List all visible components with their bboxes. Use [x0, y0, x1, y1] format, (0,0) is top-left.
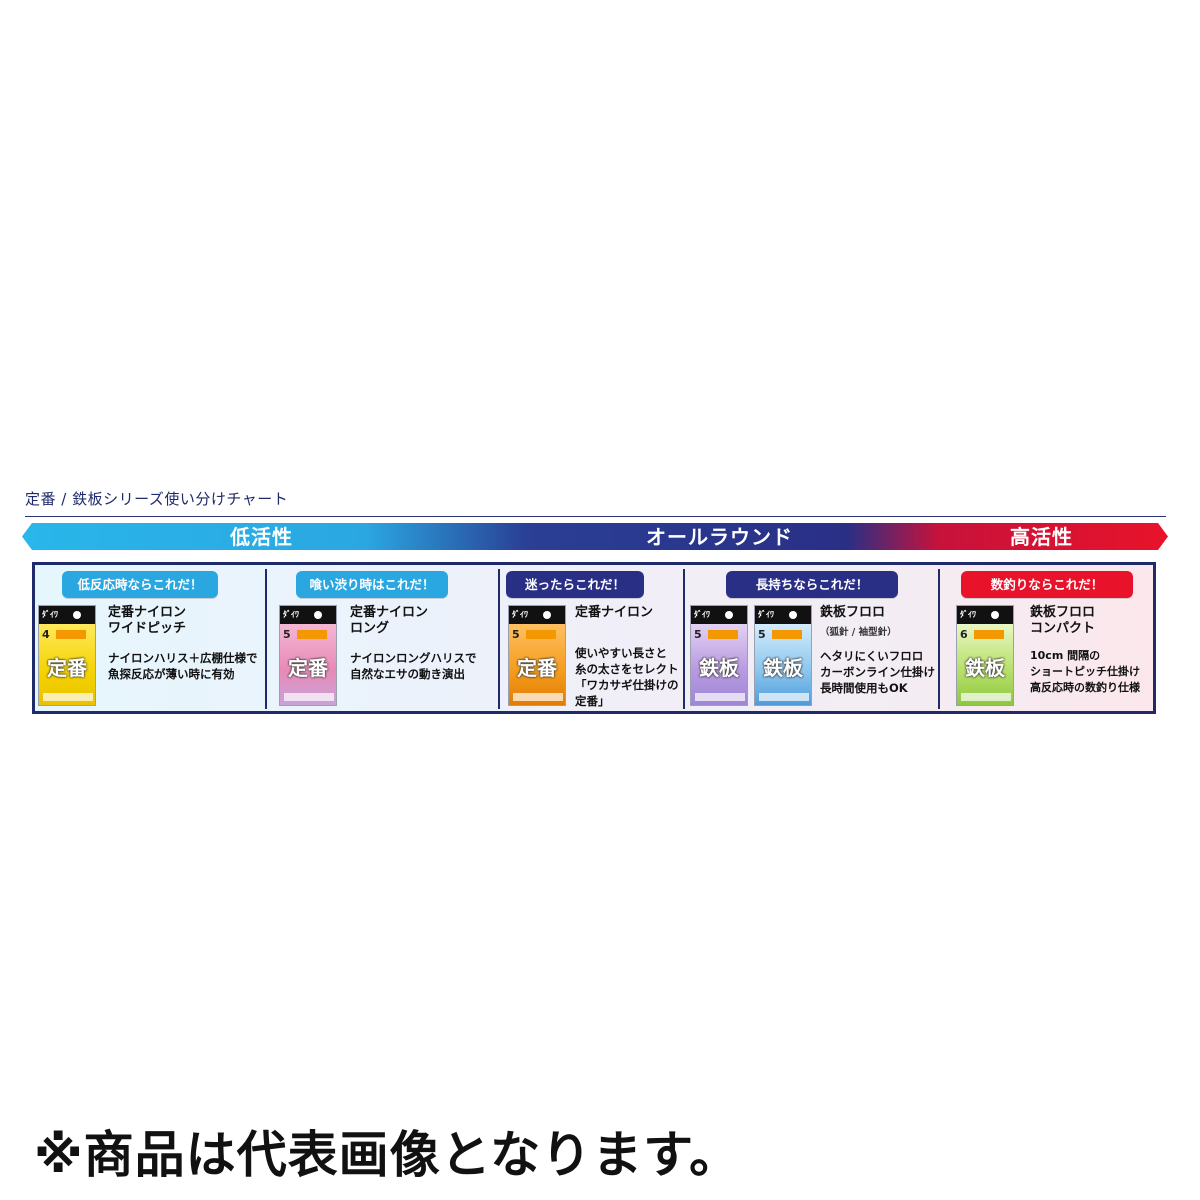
product-name: 定番ナイロン ワイドピッチ — [108, 605, 186, 637]
high-activity-label: 高活性 — [1010, 525, 1073, 549]
brand-bar: ﾀﾞｲﾜ — [691, 606, 747, 624]
package-size: 6 — [960, 628, 968, 641]
product-name-line: コンパクト — [1030, 621, 1096, 636]
hook-dot-icon — [789, 611, 797, 619]
product-description: 使いやすい長さと 糸の太さをセレクト 「ワカサギ仕掛けの 定番」 — [575, 645, 679, 709]
description-line: ナイロンハリス＋広棚仕様で — [108, 651, 258, 665]
chart-title: 定番 / 鉄板シリーズ使い分けチャート — [25, 490, 289, 508]
section-badge-low-reaction: 低反応時ならこれだ！ — [62, 571, 218, 598]
package-mark: 鉄板 — [965, 656, 1005, 680]
description-line: ヘタリにくいフロロ — [820, 649, 924, 663]
product-name-line: 鉄板フロロ — [820, 605, 886, 620]
section-badge-undecided: 迷ったらこれだ！ — [506, 571, 644, 598]
product-package-image: ﾀﾞｲﾜ 5 鉄板 — [690, 605, 748, 706]
package-foot — [961, 693, 1011, 701]
product-name: 鉄板フロロ コンパクト — [1030, 605, 1095, 637]
package-tag — [56, 630, 86, 639]
description-line: カーボンライン仕掛け — [820, 665, 935, 679]
section-badge-picky-bite: 喰い渋り時はこれだ！ — [296, 571, 448, 598]
description-line: 定番」 — [575, 694, 610, 708]
package-mark: 鉄板 — [699, 656, 739, 680]
description-line: 魚探反応が薄い時に有効 — [108, 667, 235, 681]
hook-dot-icon — [543, 611, 551, 619]
description-line: 自然なエサの動き演出 — [350, 667, 465, 681]
description-line: 高反応時の数釣り仕様 — [1030, 681, 1140, 694]
package-size: 5 — [512, 628, 520, 641]
product-name-line: 定番ナイロン — [108, 605, 187, 620]
package-mark: 定番 — [517, 656, 557, 680]
allround-label: オールラウンド — [646, 525, 793, 549]
title-rule — [25, 516, 1166, 517]
package-mark: 鉄板 — [763, 656, 803, 680]
product-package-image: ﾀﾞｲﾜ 5 鉄板 — [754, 605, 812, 706]
package-foot — [695, 693, 745, 701]
description-line: 長時間使用もOK — [820, 681, 908, 695]
description-line: 使いやすい長さと — [575, 646, 667, 660]
package-tag — [297, 630, 327, 639]
brand-bar: ﾀﾞｲﾜ — [957, 606, 1013, 624]
product-package-image: ﾀﾞｲﾜ 5 定番 — [279, 605, 337, 706]
description-line: ナイロンロングハリスで — [350, 651, 477, 665]
package-foot — [284, 693, 334, 701]
product-name-line: 鉄板フロロ — [1030, 605, 1096, 620]
description-line: ショートピッチ仕掛け — [1030, 665, 1140, 678]
package-tag — [974, 630, 1004, 639]
package-foot — [513, 693, 563, 701]
description-line: 10cm 間隔の — [1030, 649, 1101, 662]
package-size: 5 — [283, 628, 291, 641]
hook-dot-icon — [725, 611, 733, 619]
product-name-line: 定番ナイロン — [575, 605, 654, 620]
product-name: 鉄板フロロ — [820, 605, 885, 621]
brand-bar: ﾀﾞｲﾜ — [39, 606, 95, 624]
brand-bar: ﾀﾞｲﾜ — [280, 606, 336, 624]
low-activity-label: 低活性 — [230, 525, 293, 549]
package-tag — [708, 630, 738, 639]
section-divider — [938, 569, 940, 709]
hook-dot-icon — [73, 611, 81, 619]
product-hook-types: （狐針 / 袖型針） — [820, 627, 897, 638]
package-size: 4 — [42, 628, 50, 641]
package-foot — [759, 693, 809, 701]
product-description: 10cm 間隔の ショートピッチ仕掛け 高反応時の数釣り仕様 — [1030, 648, 1140, 696]
section-badge-numbers-fishing: 数釣りならこれだ！ — [961, 571, 1133, 598]
description-line: 糸の太さをセレクト — [575, 662, 679, 676]
product-package-image: ﾀﾞｲﾜ 5 定番 — [508, 605, 566, 706]
product-description: ヘタリにくいフロロ カーボンライン仕掛け 長時間使用もOK — [820, 648, 935, 696]
product-name-line: 定番ナイロン — [350, 605, 429, 620]
product-description: ナイロンハリス＋広棚仕様で 魚探反応が薄い時に有効 — [108, 650, 258, 682]
product-name: 定番ナイロン — [575, 605, 653, 621]
hook-dot-icon — [314, 611, 322, 619]
package-tag — [772, 630, 802, 639]
product-package-image: ﾀﾞｲﾜ 4 定番 — [38, 605, 96, 706]
product-description: ナイロンロングハリスで 自然なエサの動き演出 — [350, 650, 477, 682]
package-mark: 定番 — [47, 656, 87, 680]
description-line: 「ワカサギ仕掛けの — [575, 678, 679, 692]
package-foot — [43, 693, 93, 701]
package-tag — [526, 630, 556, 639]
section-badge-long-lasting: 長持ちならこれだ！ — [726, 571, 898, 598]
section-divider — [683, 569, 685, 709]
product-package-image: ﾀﾞｲﾜ 6 鉄板 — [956, 605, 1014, 706]
brand-bar: ﾀﾞｲﾜ — [755, 606, 811, 624]
product-name-line: ロング — [350, 621, 390, 636]
package-size: 5 — [694, 628, 702, 641]
package-size: 5 — [758, 628, 766, 641]
section-divider — [265, 569, 267, 709]
product-name: 定番ナイロン ロング — [350, 605, 428, 637]
representative-image-notice: ※商品は代表画像となります。 — [34, 1126, 741, 1184]
activity-scale-arrow — [22, 523, 1168, 550]
hook-dot-icon — [991, 611, 999, 619]
product-name-line: ワイドピッチ — [108, 621, 187, 636]
section-divider — [498, 569, 500, 709]
package-mark: 定番 — [288, 656, 328, 680]
brand-bar: ﾀﾞｲﾜ — [509, 606, 565, 624]
